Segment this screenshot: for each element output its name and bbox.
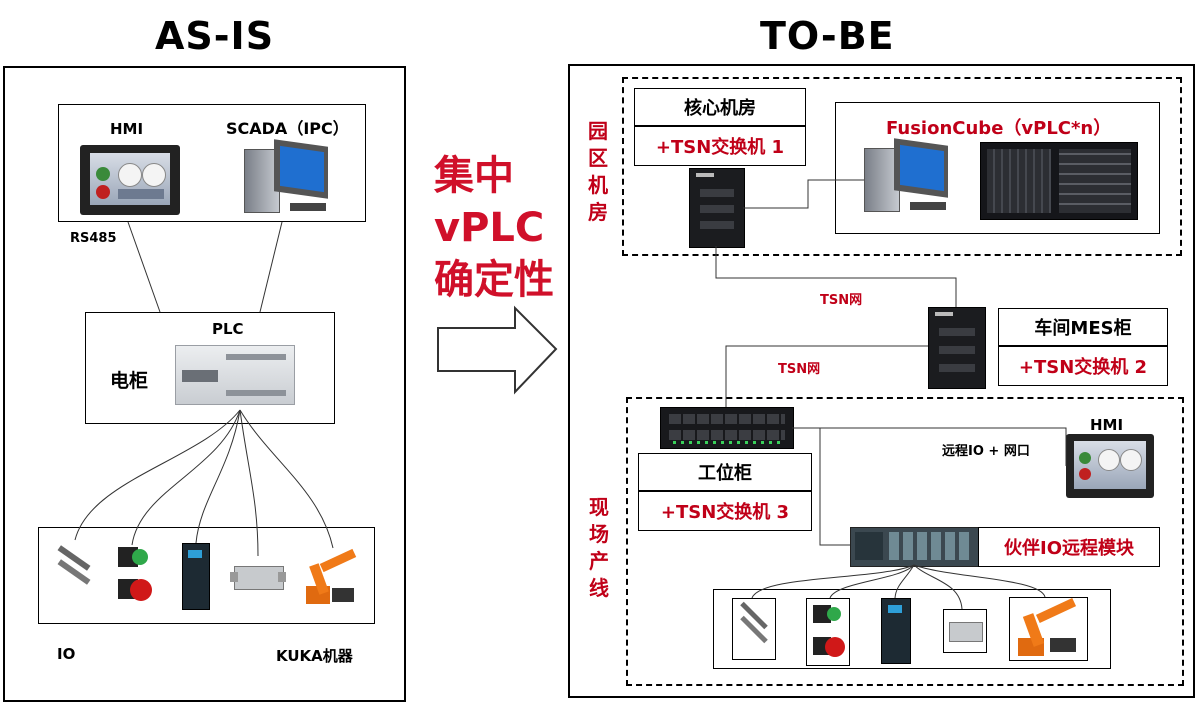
partner-io-label: 伙伴IO远程模块 <box>978 527 1160 567</box>
tsn-switch-2-label: +TSN交换机 2 <box>998 346 1168 386</box>
tsn-switch-1-icon <box>689 168 745 248</box>
park-room-zone <box>622 77 1182 256</box>
to-be-kuka-robot-icon <box>1009 597 1088 661</box>
tsn-switch-3-label: +TSN交换机 3 <box>638 491 812 531</box>
io-label: IO <box>57 645 76 663</box>
to-be-pushbutton-icon <box>806 598 850 666</box>
plc-device-icon <box>175 345 295 405</box>
to-be-sensor-icon <box>732 598 776 660</box>
hmi-panel-icon <box>80 145 180 215</box>
cabinet-label: 电柜 <box>110 370 149 392</box>
core-room-header: 核心机房 <box>634 88 806 126</box>
scada-label: SCADA（IPC） <box>226 119 349 138</box>
center-text-1: 集中 <box>434 153 514 199</box>
fusioncube-label: FusionCube（vPLC*n） <box>886 118 1112 139</box>
tsn-net-2-label: TSN网 <box>778 362 821 377</box>
tsn-net-1-label: TSN网 <box>820 293 863 308</box>
fusioncube-chassis-icon <box>980 142 1138 220</box>
partner-io-module-icon <box>850 527 980 567</box>
scada-pc-icon <box>244 139 330 219</box>
tsn-switch-1-label: +TSN交换机 1 <box>634 126 806 166</box>
center-text-3: 确定性 <box>434 257 554 303</box>
to-be-title: TO-BE <box>760 14 895 58</box>
tsn-switch-3-icon <box>660 407 794 449</box>
kuka-robot-icon <box>302 548 364 608</box>
kuka-label: KUKA机器 <box>276 647 353 665</box>
pushbutton-icon <box>112 545 156 607</box>
gripper-icon <box>230 556 288 596</box>
park-room-label: 园区机房 <box>588 119 608 224</box>
station-cabinet-header: 工位柜 <box>638 453 812 491</box>
to-be-hmi-label: HMI <box>1090 416 1124 434</box>
to-be-servo-drive-icon <box>881 598 911 664</box>
field-line-zone <box>626 397 1184 686</box>
rs485-label: RS485 <box>70 231 117 246</box>
vplc-server-pc-icon <box>864 138 950 220</box>
to-be-hmi-panel-icon <box>1066 434 1154 498</box>
center-text-2: vPLC <box>434 205 545 251</box>
as-is-title: AS-IS <box>155 14 275 58</box>
plc-label: PLC <box>212 320 244 338</box>
remote-io-label: 远程IO + 网口 <box>942 444 1030 459</box>
field-line-label: 现场产线 <box>589 495 609 600</box>
servo-drive-icon <box>182 543 210 610</box>
tsn-switch-2-icon <box>928 307 986 389</box>
to-be-gripper-icon <box>943 609 987 653</box>
workshop-mes-header: 车间MES柜 <box>998 308 1168 346</box>
as-is-hmi-label: HMI <box>110 120 144 138</box>
